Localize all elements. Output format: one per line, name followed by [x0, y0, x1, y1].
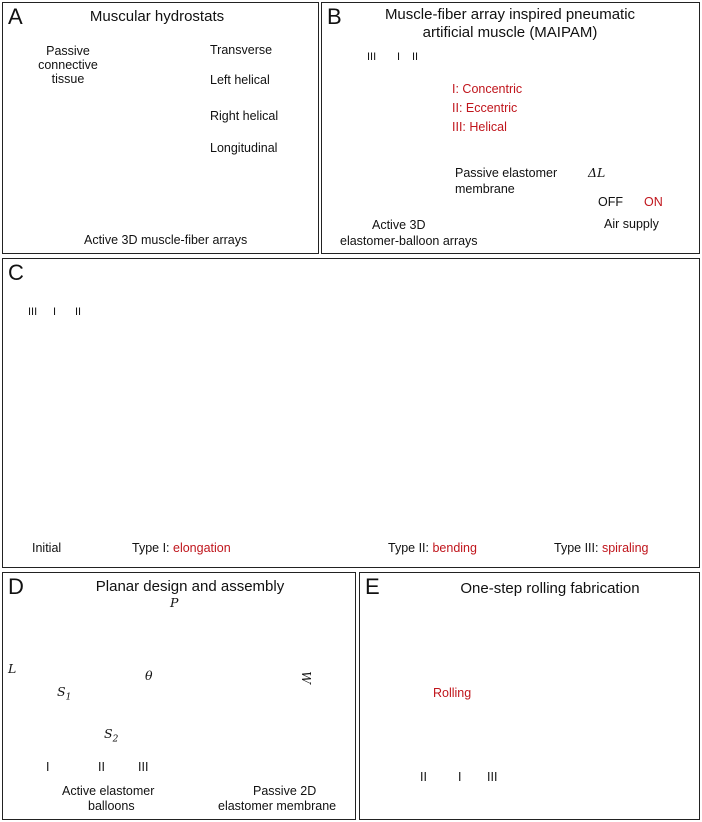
label-type1: Type I: elongation — [132, 541, 231, 555]
roman-i: I — [397, 51, 401, 63]
label-initial: Initial — [32, 541, 62, 555]
panel-c — [2, 258, 700, 568]
type1-word: elongation — [173, 541, 231, 555]
panel-e — [359, 572, 700, 820]
s2-letter: S — [104, 726, 113, 741]
d-roman-i: I — [46, 760, 50, 774]
panel-b — [321, 2, 700, 254]
s1-letter: S — [57, 684, 66, 699]
arrays-label-line2: elastomer-balloon arrays — [340, 234, 478, 248]
roman-ii: II — [412, 51, 419, 63]
passive-membrane-line1: Passive 2D — [253, 784, 317, 798]
type3-prefix: Type III: — [554, 541, 602, 555]
type2-word: bending — [432, 541, 477, 555]
roman-iii: III — [367, 51, 377, 63]
panel-a-letter: A — [8, 4, 23, 29]
panel-d-letter: D — [8, 574, 24, 599]
legend-concentric: I: Concentric — [452, 82, 523, 96]
c-roman-i: I — [53, 306, 57, 318]
e-roman-ii: II — [420, 770, 427, 784]
panel-b-letter: B — [327, 4, 342, 29]
panel-b-title-line2: artificial muscle (MAIPAM) — [422, 24, 598, 41]
type2-prefix: Type II: — [388, 541, 433, 555]
active-balloons-line1: Active elastomer — [62, 784, 155, 798]
label-longitudinal: Longitudinal — [210, 141, 278, 155]
legend-eccentric: II: Eccentric — [452, 101, 518, 115]
membrane-label-line1: Passive elastomer — [455, 166, 558, 180]
e-roman-iii: III — [487, 770, 498, 784]
label-passive-tissue: Passive connective tissue — [38, 44, 98, 86]
dim-s2: S2 — [104, 726, 118, 745]
s2-sub: 2 — [112, 734, 119, 745]
type3-word: spiraling — [601, 541, 649, 555]
rolling-label: Rolling — [433, 686, 472, 700]
label-type3: Type III: spiraling — [554, 541, 649, 555]
panel-e-title: One-step rolling fabrication — [460, 580, 640, 597]
panel-d-title: Planar design and assembly — [95, 578, 285, 595]
e-roman-i: I — [458, 770, 462, 784]
label-type2: Type II: bending — [388, 541, 477, 555]
panel-b-title-line1: Muscle-fiber array inspired pneumatic — [384, 6, 636, 23]
panel-a — [2, 2, 319, 254]
panel-e-letter: E — [365, 574, 380, 599]
delta-l-label: ΔL — [588, 165, 606, 180]
c-roman-ii: II — [75, 306, 82, 318]
panel-a-title: Muscular hydrostats — [89, 8, 225, 25]
legend-helical: III: Helical — [452, 120, 507, 134]
label-left-helical: Left helical — [210, 73, 270, 87]
air-supply-label: Air supply — [604, 217, 659, 231]
off-label: OFF — [598, 195, 623, 209]
dim-l: L — [8, 661, 17, 676]
type1-prefix: Type I: — [132, 541, 173, 555]
panel-a-caption: Active 3D muscle-fiber arrays — [84, 233, 248, 247]
active-balloons-line2: balloons — [88, 799, 135, 813]
label-right-helical: Right helical — [210, 109, 279, 123]
panel-d — [2, 572, 356, 820]
arrays-label-line1: Active 3D — [372, 218, 426, 232]
label-transverse: Transverse — [210, 43, 273, 57]
d-roman-iii: III — [138, 760, 149, 774]
dim-s1: S1 — [57, 684, 71, 703]
panel-c-letter: C — [8, 260, 24, 285]
passive-membrane-line2: elastomer membrane — [218, 799, 337, 813]
dim-w: W — [298, 671, 314, 684]
on-label: ON — [644, 195, 663, 209]
angle-theta: θ — [145, 668, 153, 683]
s1-sub: 1 — [65, 692, 72, 703]
d-roman-ii: II — [98, 760, 105, 774]
c-roman-iii: III — [28, 306, 38, 318]
membrane-label-line2: membrane — [455, 182, 515, 196]
dim-p: P — [170, 595, 179, 610]
